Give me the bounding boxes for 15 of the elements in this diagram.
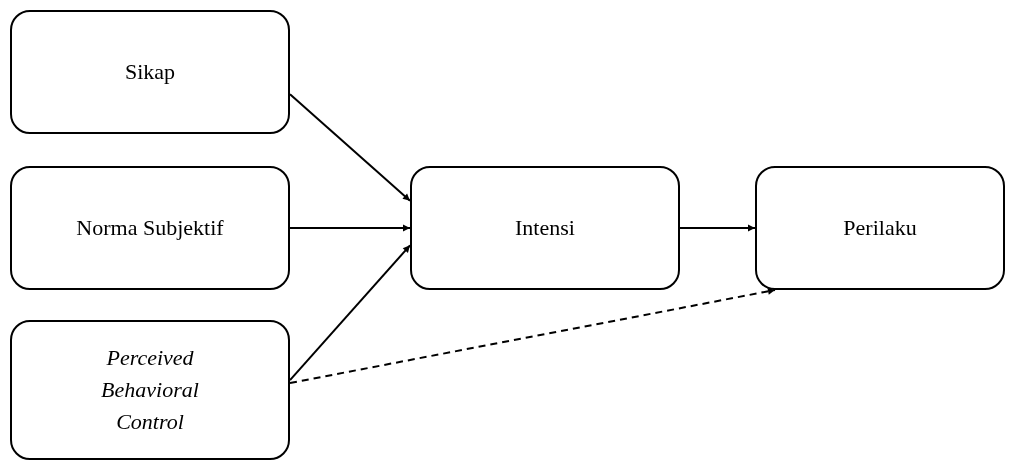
dashed-arrow: [289, 287, 776, 384]
rounded-box: [410, 166, 680, 290]
box-label: Sikap: [124, 58, 176, 87]
arrow: [289, 93, 411, 202]
rounded-box: [10, 320, 290, 460]
arrow: [289, 244, 411, 382]
rounded-box: [10, 10, 290, 134]
rounded-box: [10, 166, 290, 290]
box-label: Perceived Behavioral Control: [100, 344, 200, 436]
box-label: Perilaku: [843, 214, 917, 243]
arrow: [289, 224, 411, 232]
box-label: Norma Subjektif: [76, 214, 224, 243]
box-label: Intensi: [515, 214, 575, 243]
rounded-box: [755, 166, 1005, 290]
arrow: [679, 224, 756, 232]
